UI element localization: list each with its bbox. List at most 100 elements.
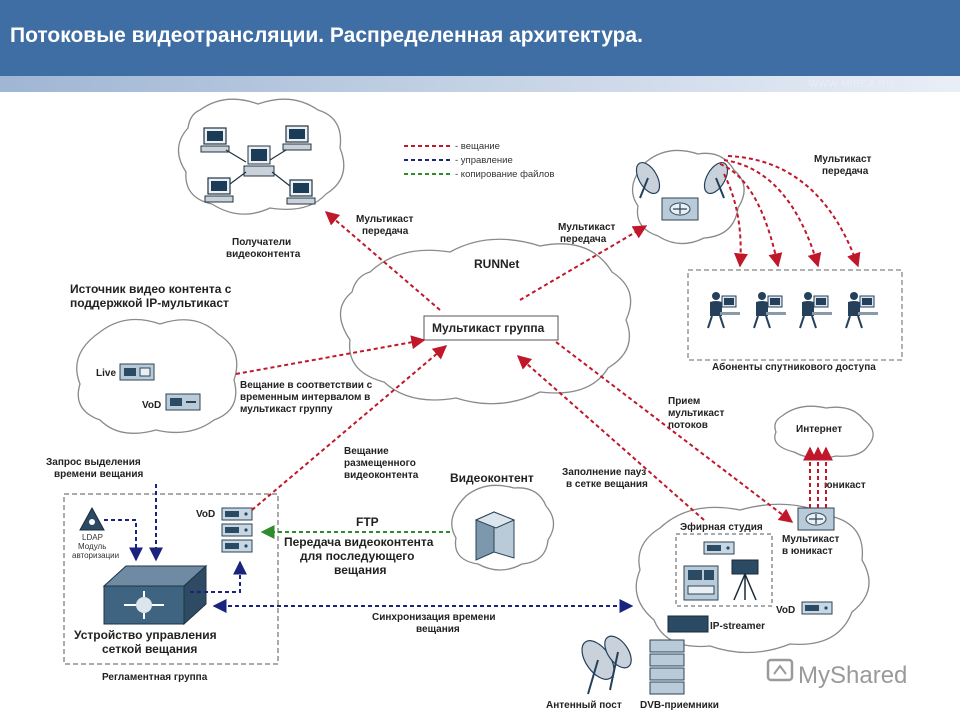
ip-streamer-label: IP-streamer xyxy=(710,621,765,632)
satellite-dish-icon xyxy=(703,162,729,199)
receive-multicast-label: мультикаст xyxy=(668,408,724,419)
legend-broadcast: - вещание xyxy=(455,141,500,152)
broadcast-studio-label: Эфирная студия xyxy=(680,521,763,533)
dvb-receivers-icon xyxy=(649,639,685,695)
request-time-label: времени вещания xyxy=(54,469,143,480)
operator-icon xyxy=(753,291,787,329)
multicast-label-left: передача xyxy=(362,226,409,237)
router-icon xyxy=(797,507,835,531)
multicast-label-far-right: передача xyxy=(822,166,869,177)
arrow-satellite-to-subscriber xyxy=(727,155,861,268)
legend-control: - управление xyxy=(455,155,513,166)
arrow-ldap-to-control xyxy=(104,519,143,562)
page-title: Потоковые видеотрансляции. Распределенна… xyxy=(10,24,643,47)
ftp-label: вещания xyxy=(334,563,386,577)
live-encoder-icon xyxy=(119,363,155,381)
satellite-dish-icon xyxy=(604,635,632,691)
arrow-multicast-to-satellite xyxy=(519,225,648,301)
multicast-group-label: Мультикаст группа xyxy=(432,321,545,335)
studio-cloud xyxy=(635,503,870,654)
multicast-label-right: Мультикаст xyxy=(558,222,616,233)
broadcast-arrows xyxy=(235,155,861,523)
source-url: WWW.MIREA.RU xyxy=(808,79,894,90)
header-bar: Потоковые видеотрансляции. Распределенна… xyxy=(0,0,960,76)
ldap-icon xyxy=(79,506,105,531)
source-label: Источник видео контента с xyxy=(70,282,232,296)
studio-equipment-icon xyxy=(703,541,735,555)
router-icon xyxy=(661,197,699,221)
satellite-cloud xyxy=(631,149,745,245)
multicast-label-far-right: Мультикаст xyxy=(814,154,872,165)
ftp-label: Передача видеоконтента xyxy=(284,535,434,549)
receivers-network xyxy=(200,125,316,205)
sync-time-label: Синхронизация времени xyxy=(372,612,496,623)
source-label: поддержкой IP-мультикаст xyxy=(70,296,229,310)
header-band xyxy=(0,76,960,92)
arrow-multicast-to-studio xyxy=(555,341,794,523)
vod-server-icon xyxy=(221,539,253,553)
sync-time-label: вещания xyxy=(416,624,460,635)
vod-source-label: VoD xyxy=(142,400,161,411)
computer-icon xyxy=(204,177,234,203)
receivers-label: видеоконтента xyxy=(226,249,301,260)
ldap-label: Модуль xyxy=(78,542,106,551)
video-content-label: Видеоконтент xyxy=(450,471,534,485)
control-device-label: сеткой вещания xyxy=(102,642,197,656)
brand-logo: MyShared xyxy=(766,658,907,689)
antenna-post-label: Антенный пост xyxy=(546,700,622,711)
broadcast-interval-label: временным интервалом в xyxy=(240,392,370,403)
ftp-label: для последующего xyxy=(300,549,414,563)
receivers-label: Получатели xyxy=(232,237,291,248)
ldap-label: LDAP xyxy=(82,533,103,542)
switch-icon xyxy=(102,564,208,626)
multicast-unicast-label: Мультикаст xyxy=(782,534,840,545)
computer-icon xyxy=(200,127,230,153)
runnet-label: RUNNet xyxy=(474,257,519,271)
multicast-label-left: Мультикаст xyxy=(356,214,414,225)
request-time-label: Запрос выделения xyxy=(46,457,141,468)
arrow-control-to-vod xyxy=(190,560,247,593)
brand-text: MyShared xyxy=(798,662,907,689)
placed-content-label: размещенного xyxy=(344,458,416,469)
arrow-satellite-to-subscriber xyxy=(723,173,748,268)
multicast-label-right: передача xyxy=(560,234,607,245)
vod-server-icon xyxy=(165,393,201,411)
dvb-receivers-label: DVB-приемники xyxy=(640,700,719,711)
camera-icon xyxy=(731,559,759,601)
operator-icon xyxy=(799,291,833,329)
internet-label: Интернет xyxy=(796,424,842,435)
receive-multicast-label: Прием xyxy=(668,396,700,407)
vod-server-icon xyxy=(801,601,833,615)
receive-multicast-label: потоков xyxy=(668,420,708,431)
satellite-dish-icon xyxy=(635,162,661,199)
reglament-group-box xyxy=(63,493,279,665)
ldap-label: авторизации xyxy=(72,551,119,560)
fill-pauses-label: в сетке вещания xyxy=(566,479,648,490)
placed-content-label: видеоконтента xyxy=(344,470,419,481)
legend-copy: - копирование файлов xyxy=(455,169,554,180)
vod-server-icon xyxy=(221,507,253,521)
arrow-studio-to-multicast xyxy=(516,355,705,521)
unicast-label: юникаст xyxy=(824,480,866,491)
computer-icon xyxy=(282,125,312,151)
vod-reglament-label: VoD xyxy=(196,509,215,520)
vod-server-icon xyxy=(221,523,253,537)
arrow-satellite-to-subscriber xyxy=(719,163,783,268)
satellite-subscribers-box xyxy=(687,269,903,361)
server-icon xyxy=(243,145,275,177)
studio-console-icon xyxy=(683,565,719,601)
operator-icon xyxy=(845,291,879,329)
placed-content-label: Вещание xyxy=(344,446,389,457)
arrow-vod-to-multicast xyxy=(251,345,448,511)
control-arrows xyxy=(104,484,634,613)
broadcast-interval-label: мультикаст группу xyxy=(240,404,333,415)
satellite-subscribers-label: Абоненты спутникового доступа xyxy=(712,361,876,373)
internet-cloud xyxy=(774,405,874,459)
control-device-label: Устройство управления xyxy=(74,628,217,642)
multicast-group-box xyxy=(423,315,559,341)
arrow-source-to-multicast xyxy=(235,335,426,375)
server-icon xyxy=(474,511,516,561)
operator-icon xyxy=(707,291,741,329)
broadcast-interval-label: Вещание в соответствии с xyxy=(240,380,373,391)
